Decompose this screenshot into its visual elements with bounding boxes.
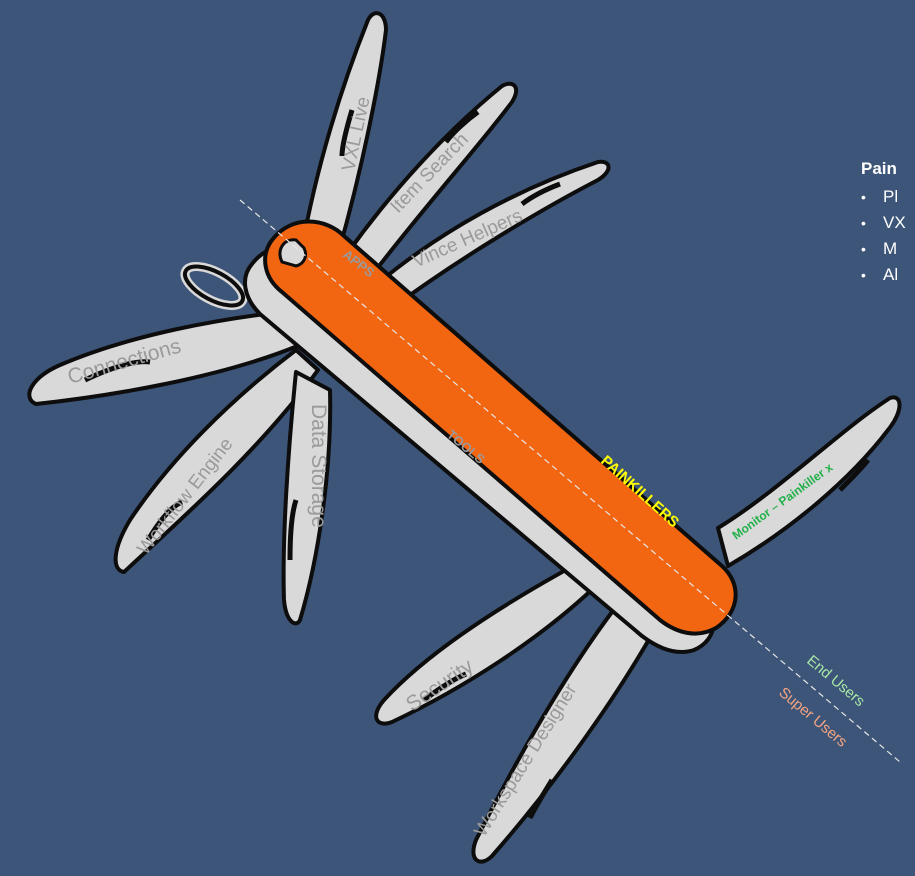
list-item-text: Pl xyxy=(883,187,899,206)
blade-monitor xyxy=(716,395,902,568)
list-item-text: VX xyxy=(883,213,906,232)
label-vince-helpers: Vince Helpers xyxy=(409,205,525,272)
list-item-text: M xyxy=(883,239,898,258)
list-item: • Al xyxy=(861,262,915,288)
user-axis-line xyxy=(239,199,901,763)
side-panel: Pain •Pl •VX •M •Al xyxy=(861,158,915,288)
label-end-users: End Users xyxy=(803,652,868,710)
blade-workflow-engine xyxy=(113,348,320,574)
blade-security xyxy=(374,558,602,726)
handle-shackle xyxy=(278,238,308,268)
bullet-icon: • xyxy=(861,215,866,231)
label-data-storage: Data Storage xyxy=(307,404,330,528)
list-item: • VX xyxy=(861,210,915,236)
list-item: • Pl xyxy=(861,184,915,210)
blade-item-search xyxy=(342,81,519,272)
knife-handle xyxy=(263,219,738,636)
bullet-icon: • xyxy=(861,189,866,205)
bullet-icon: • xyxy=(861,241,866,257)
list-item-text: Al xyxy=(883,265,899,284)
side-panel-list: •Pl •VX •M •Al xyxy=(861,184,915,288)
bullet-icon: • xyxy=(861,267,866,283)
blade-vince-helpers xyxy=(368,159,611,310)
blade-vxl-live xyxy=(300,11,388,256)
blade-workspace-designer xyxy=(471,602,662,864)
blade-connections xyxy=(27,308,302,406)
side-panel-title: Pain xyxy=(861,159,897,178)
list-item: •M xyxy=(861,236,915,262)
blade-data-storage xyxy=(281,370,333,626)
blades-group xyxy=(27,11,902,864)
